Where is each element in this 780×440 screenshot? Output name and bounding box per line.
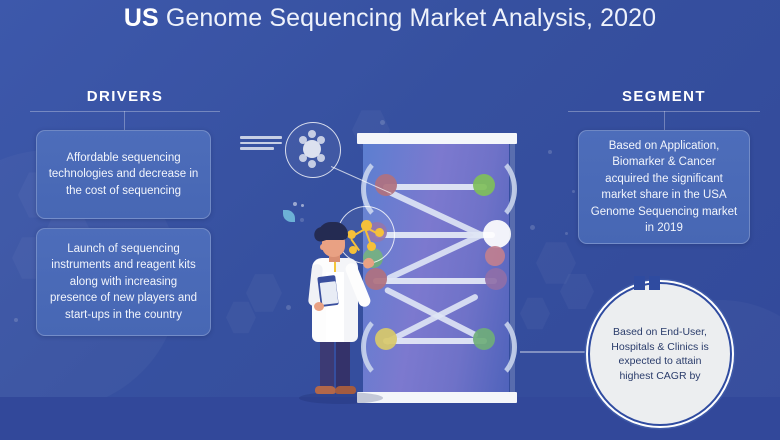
- drivers-rule: [30, 111, 220, 112]
- cagr-quote-text: Based on End-User, Hospitals & Clinics i…: [611, 326, 709, 382]
- dna-node-highlight: [483, 220, 511, 248]
- dot-decoration: [530, 225, 535, 230]
- segment-card-1-text: Based on Application, Biomarker & Cancer…: [590, 139, 738, 235]
- dot-decoration: [286, 305, 291, 310]
- driver-card-1[interactable]: Affordable sequencing technologies and d…: [36, 130, 211, 219]
- page-title-rest: Genome Sequencing Market Analysis, 2020: [158, 4, 657, 32]
- figure-shadow: [299, 392, 383, 404]
- dot-decoration: [301, 204, 304, 207]
- dot-decoration: [300, 218, 304, 222]
- driver-card-2-text: Launch of sequencing instruments and rea…: [49, 242, 198, 321]
- page-title-strong: US: [123, 4, 159, 32]
- dna-node: [365, 268, 387, 290]
- driver-card-2[interactable]: Launch of sequencing instruments and rea…: [36, 228, 211, 336]
- segment-card-1[interactable]: Based on Application, Biomarker & Cancer…: [578, 130, 750, 244]
- segment-drop-line: [664, 111, 665, 131]
- driver-card-1-text: Affordable sequencing technologies and d…: [48, 151, 199, 197]
- dot-decoration: [565, 232, 568, 235]
- panel-top-bar: [357, 133, 517, 144]
- scientist-figure: [300, 222, 378, 400]
- dna-node: [485, 246, 505, 266]
- panel-bottom-bar: [357, 392, 517, 403]
- text-lines-decoration: [240, 136, 282, 153]
- dna-node: [473, 328, 495, 350]
- dna-node: [473, 174, 495, 196]
- dot-decoration: [293, 202, 297, 206]
- dot-decoration: [380, 120, 385, 125]
- dot-decoration: [572, 190, 575, 193]
- cagr-quote-badge[interactable]: Based on End-User, Hospitals & Clinics i…: [588, 282, 732, 426]
- dna-node: [375, 174, 397, 196]
- drivers-heading: DRIVERS: [86, 88, 164, 105]
- leaf-decoration: [283, 210, 295, 222]
- segment-rule: [568, 111, 760, 112]
- dna-node: [485, 268, 507, 290]
- quote-mark-icon: [634, 276, 664, 292]
- dna-node: [375, 328, 397, 350]
- segment-heading: SEGMENT: [622, 88, 706, 105]
- drivers-drop-line: [124, 111, 125, 131]
- central-illustration: [0, 100, 780, 440]
- dot-decoration: [548, 150, 552, 154]
- badge-connector-line: [520, 351, 592, 353]
- page-title: US Genome Sequencing Market Analysis, 20…: [0, 4, 780, 33]
- dot-decoration: [14, 318, 18, 322]
